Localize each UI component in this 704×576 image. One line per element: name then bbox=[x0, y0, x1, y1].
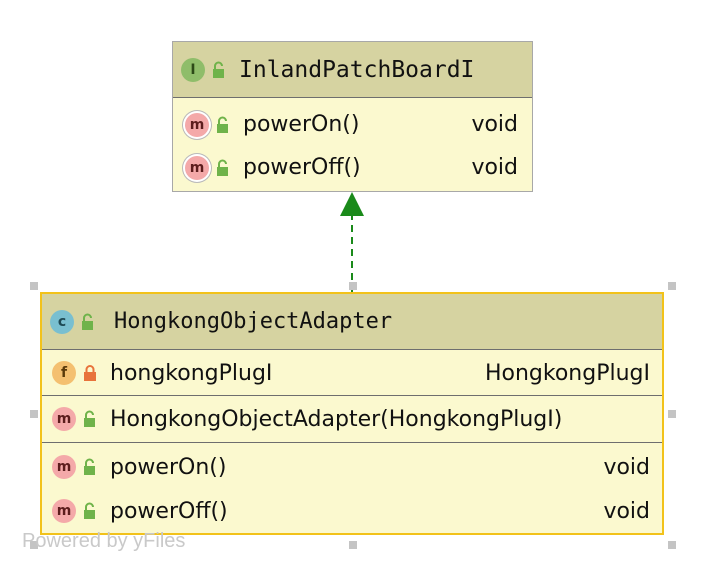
watermark: Powered by yFiles bbox=[22, 530, 186, 552]
field-row[interactable]: f hongkongPlugI HongkongPlugI bbox=[42, 353, 662, 393]
resize-handle-top-left[interactable] bbox=[30, 282, 38, 290]
interface-node[interactable]: I InlandPatchBoardI m powerOn() void m p… bbox=[172, 41, 533, 192]
method-row[interactable]: m powerOff() void bbox=[42, 489, 662, 533]
lock-icon bbox=[84, 365, 96, 381]
method-row[interactable]: m powerOn() void bbox=[42, 445, 662, 489]
method-row[interactable]: m powerOff() void bbox=[173, 146, 532, 189]
method-name: powerOff() bbox=[243, 155, 361, 180]
method-badge-icon: m bbox=[52, 499, 76, 523]
method-badge-icon: m bbox=[52, 455, 76, 479]
resize-handle-bottom-right[interactable] bbox=[668, 541, 676, 549]
field-type: HongkongPlugI bbox=[484, 360, 650, 386]
method-name: powerOff() bbox=[110, 498, 228, 524]
open-lock-icon bbox=[84, 410, 95, 427]
constructor-badge-icon: m bbox=[52, 407, 76, 431]
class-node[interactable]: c HongkongObjectAdapter f hongkongPlugI … bbox=[40, 292, 664, 535]
method-return-type: void bbox=[471, 155, 518, 180]
interface-header: I InlandPatchBoardI bbox=[173, 42, 532, 98]
resize-handle-bottom-left[interactable] bbox=[30, 541, 38, 549]
interface-title: InlandPatchBoardI bbox=[239, 56, 475, 83]
open-lock-icon bbox=[84, 458, 95, 475]
method-row[interactable]: m powerOn() void bbox=[173, 103, 532, 146]
open-lock-icon bbox=[213, 61, 224, 78]
resize-handle-bottom-center[interactable] bbox=[349, 541, 357, 549]
field-name: hongkongPlugI bbox=[110, 360, 273, 386]
resize-handle-middle-left[interactable] bbox=[30, 410, 38, 418]
realization-arrowhead bbox=[340, 192, 364, 216]
open-lock-icon bbox=[217, 116, 228, 133]
interface-badge-icon: I bbox=[181, 57, 205, 82]
class-fields: f hongkongPlugI HongkongPlugI bbox=[42, 350, 662, 395]
open-lock-icon bbox=[82, 313, 93, 330]
method-badge-icon: m bbox=[185, 155, 209, 180]
resize-handle-middle-right[interactable] bbox=[668, 410, 676, 418]
class-methods: m powerOn() void m powerOff() void bbox=[42, 442, 662, 533]
open-lock-icon bbox=[84, 502, 95, 519]
method-name: powerOn() bbox=[243, 112, 360, 137]
field-badge-icon: f bbox=[52, 361, 76, 385]
method-return-type: void bbox=[603, 454, 650, 480]
class-constructors: m HongkongObjectAdapter(HongkongPlugI) bbox=[42, 395, 662, 442]
interface-methods: m powerOn() void m powerOff() void bbox=[173, 98, 532, 189]
class-header: c HongkongObjectAdapter bbox=[42, 294, 662, 350]
method-name: powerOn() bbox=[110, 454, 227, 480]
constructor-row[interactable]: m HongkongObjectAdapter(HongkongPlugI) bbox=[42, 398, 662, 440]
open-lock-icon bbox=[217, 159, 228, 176]
resize-handle-top-center[interactable] bbox=[349, 282, 357, 290]
class-badge-icon: c bbox=[50, 309, 74, 334]
method-return-type: void bbox=[471, 112, 518, 137]
method-return-type: void bbox=[603, 498, 650, 524]
class-title: HongkongObjectAdapter bbox=[114, 309, 393, 334]
constructor-name: HongkongObjectAdapter(HongkongPlugI) bbox=[110, 406, 563, 432]
resize-handle-top-right[interactable] bbox=[668, 282, 676, 290]
method-badge-icon: m bbox=[185, 112, 209, 137]
